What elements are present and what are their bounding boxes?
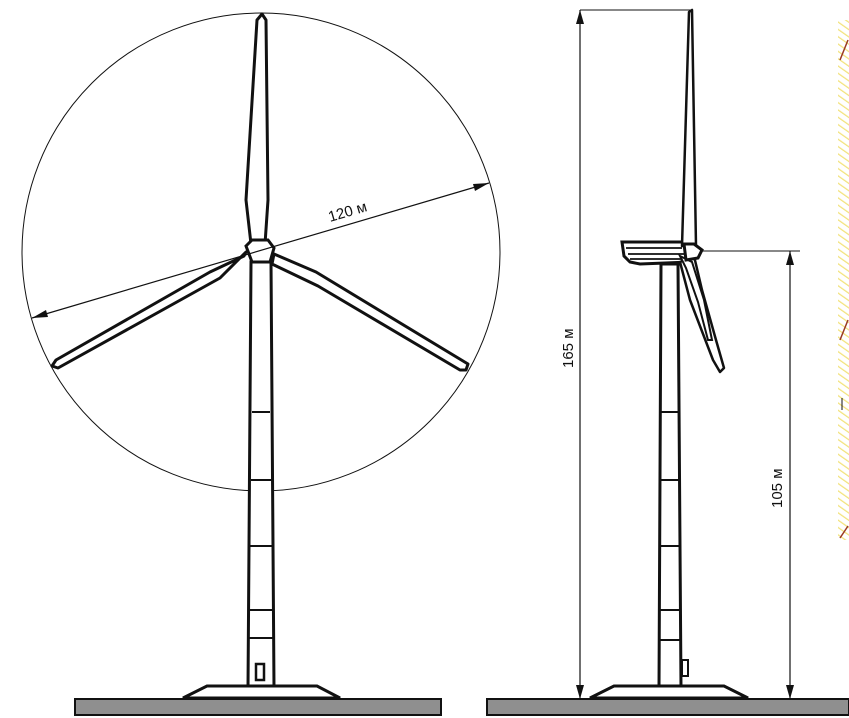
front-tower	[246, 260, 276, 690]
blade-left	[50, 250, 248, 370]
hatched-strip	[838, 20, 849, 540]
side-ground	[486, 698, 849, 716]
side-blade-under	[677, 253, 714, 341]
side-foundation	[589, 684, 749, 700]
total-height-label: 165 м	[560, 328, 577, 368]
front-ground	[74, 698, 442, 716]
side-view: 165 м 105 м	[486, 8, 849, 716]
blade-right	[270, 252, 470, 372]
blade-top	[244, 12, 270, 246]
front-view: 120 м	[21, 12, 501, 716]
total-height-dimension: 165 м	[560, 9, 692, 699]
rotor-diameter-label: 120 м	[326, 198, 369, 226]
hub-height-label: 105 м	[769, 468, 786, 508]
side-tower	[657, 262, 689, 690]
tower-door	[254, 662, 266, 682]
nacelle	[620, 240, 692, 266]
side-hub	[682, 242, 704, 262]
front-blades	[50, 12, 470, 372]
front-foundation	[182, 684, 341, 700]
hub-height-dimension: 105 м	[700, 250, 800, 699]
side-blade-up	[680, 8, 698, 248]
